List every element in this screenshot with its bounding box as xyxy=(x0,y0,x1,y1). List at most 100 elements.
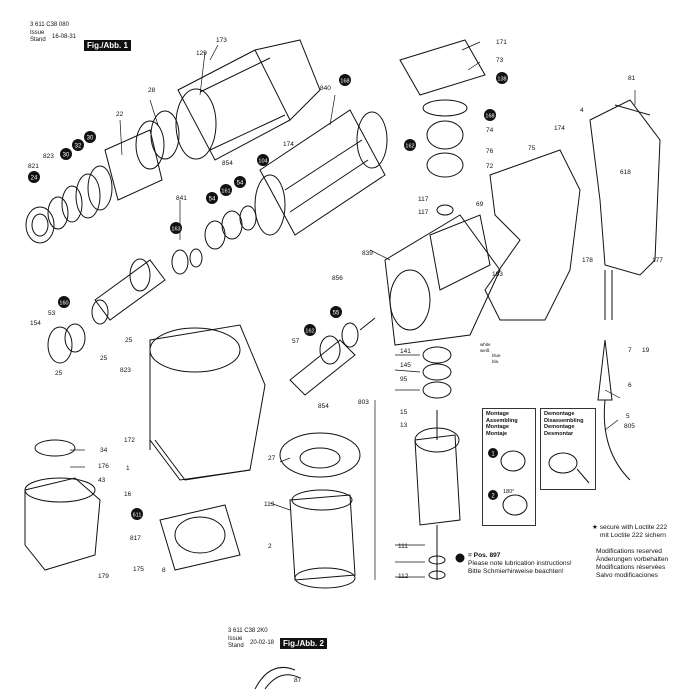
svg-text:104: 104 xyxy=(258,159,267,165)
callout-854b: 854 xyxy=(318,403,329,410)
callout-172: 172 xyxy=(124,437,135,444)
assembling-panel: Montage Assembling Montage Montaje 1 2 1… xyxy=(482,408,536,526)
callout-171: 171 xyxy=(496,39,507,46)
wire-white: white xyxy=(480,342,491,347)
callout-111: 111 xyxy=(398,543,408,550)
callout-841: 841 xyxy=(176,195,187,202)
svg-text:162: 162 xyxy=(405,144,414,150)
armature xyxy=(414,346,461,580)
badge-162a: 162 xyxy=(304,324,316,336)
wire-weiss: weiß xyxy=(480,348,490,353)
callout-76: 76 xyxy=(486,148,494,155)
svg-text:163: 163 xyxy=(171,227,180,233)
wire-bla: bla. xyxy=(492,359,499,364)
callout-25b: 25 xyxy=(100,355,108,362)
motor-housing xyxy=(384,214,501,346)
badge-30a: 30 xyxy=(60,148,72,160)
callout-75: 75 xyxy=(528,145,536,152)
callout-112: 112 xyxy=(398,573,409,580)
doc-number-2: 3 611 C38 2K0 xyxy=(228,628,268,634)
badge-32: 32 xyxy=(72,139,84,151)
callout-6: 6 xyxy=(628,382,632,389)
badge-54b: 54 xyxy=(234,176,246,188)
callout-87: 87 xyxy=(294,677,302,684)
callout-4: 4 xyxy=(580,107,584,114)
base-housing xyxy=(24,439,101,571)
badge-168b: 168 xyxy=(484,109,496,121)
callout-69: 69 xyxy=(476,201,484,208)
callout-43: 43 xyxy=(98,477,106,484)
callout-16: 16 xyxy=(124,491,132,498)
lubrication-note: = Pos. 897 Please note lubrication instr… xyxy=(468,552,572,575)
callout-145: 145 xyxy=(400,362,411,369)
callout-72: 72 xyxy=(486,163,494,170)
badge-55: 55 xyxy=(330,306,342,318)
power-cable xyxy=(597,270,631,481)
callout-839: 839 xyxy=(362,250,373,257)
callout-8: 8 xyxy=(162,567,166,574)
callout-53: 53 xyxy=(48,310,56,317)
callout-7: 7 xyxy=(628,347,632,354)
svg-text:180°: 180° xyxy=(503,489,514,495)
badge-162b: 162 xyxy=(404,139,416,151)
callout-5: 5 xyxy=(626,413,630,420)
svg-text:138: 138 xyxy=(497,77,506,83)
disassembling-illustration xyxy=(548,452,590,484)
leader-lines xyxy=(70,41,636,580)
svg-text:32: 32 xyxy=(75,144,82,150)
callout-141: 141 xyxy=(400,348,411,355)
callout-817: 817 xyxy=(130,535,141,542)
callout-821: 821 xyxy=(28,163,39,170)
badge-168a: 168 xyxy=(339,74,351,86)
callout-117a: 117 xyxy=(418,196,429,203)
callout-823: 823 xyxy=(43,153,54,160)
issue-label: Issue xyxy=(30,30,45,36)
svg-text:55: 55 xyxy=(333,311,340,317)
callout-13: 13 xyxy=(400,422,408,429)
callout-854: 854 xyxy=(222,160,233,167)
spacer-rings xyxy=(171,205,257,275)
svg-text:1: 1 xyxy=(491,452,495,458)
lubrication-badge xyxy=(455,553,465,563)
loctite-note: ★ secure with Loctite 222 mit Loctite 22… xyxy=(592,524,668,539)
disassembling-panel: Demontage Disassembling Demontage Desmon… xyxy=(540,408,596,490)
callout-2: 2 xyxy=(268,543,272,550)
svg-text:611: 611 xyxy=(133,513,142,519)
modifications-note: Modifications reserved Änderungen vorbeh… xyxy=(596,548,669,579)
svg-text:2: 2 xyxy=(491,494,495,500)
svg-text:54: 54 xyxy=(237,181,244,187)
callout-805: 805 xyxy=(624,423,635,430)
svg-text:162: 162 xyxy=(305,329,314,335)
callout-95: 95 xyxy=(400,376,408,383)
wire-blue: blue xyxy=(492,353,501,358)
svg-text:160: 160 xyxy=(59,301,68,307)
handle-housing xyxy=(484,99,661,321)
figure-label-2: Fig./Abb. 2 xyxy=(280,638,327,649)
callout-178: 178 xyxy=(582,257,593,264)
callout-183: 183 xyxy=(492,271,503,278)
callout-113: 113 xyxy=(264,501,275,508)
svg-text:54: 54 xyxy=(209,197,216,203)
stand-label-2: Stand xyxy=(228,643,244,649)
assembling-illustration: 1 2 180° xyxy=(488,448,528,516)
assembling-title: Montage Assembling Montage Montaje xyxy=(486,411,518,437)
svg-text:24: 24 xyxy=(31,176,38,182)
callout-1: 1 xyxy=(126,465,130,472)
callout-173: 173 xyxy=(216,37,227,44)
svg-text:168: 168 xyxy=(485,114,494,120)
callout-25c: 25 xyxy=(125,337,133,344)
callout-856: 856 xyxy=(332,275,343,282)
badge-611: 611 xyxy=(131,508,143,520)
svg-text:30: 30 xyxy=(63,153,70,159)
svg-text:30: 30 xyxy=(87,136,94,142)
badge-163: 163 xyxy=(170,222,182,234)
callout-25a: 25 xyxy=(55,370,63,377)
callout-34: 34 xyxy=(100,447,108,454)
badge-24: 24 xyxy=(28,171,40,183)
callout-73: 73 xyxy=(496,57,504,64)
badge-104: 104 xyxy=(257,154,269,166)
callout-19: 19 xyxy=(642,347,650,354)
callout-74: 74 xyxy=(486,127,494,134)
badge-54a: 54 xyxy=(206,192,218,204)
